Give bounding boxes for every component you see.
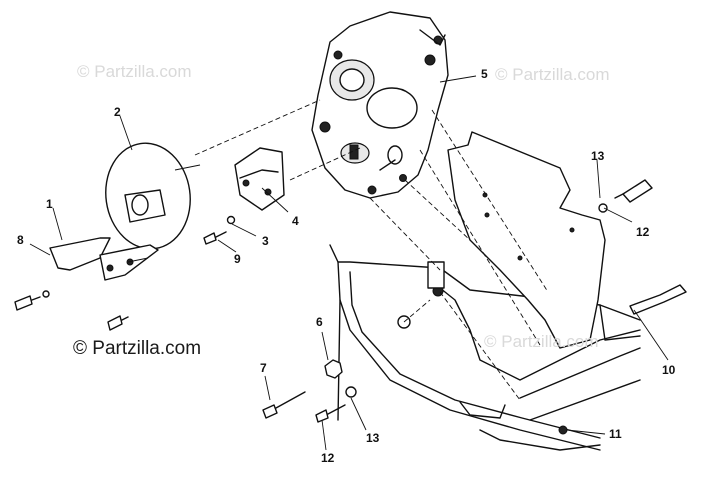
callout-number: 13 xyxy=(366,431,380,445)
callout-number: 2 xyxy=(114,105,121,119)
side-plate xyxy=(447,131,606,349)
drive-pulley xyxy=(105,142,201,250)
callout-number: 5 xyxy=(481,67,488,81)
watermark: © Partzilla.com xyxy=(484,332,599,351)
watermark: © Partzilla.com xyxy=(73,338,202,359)
alignment-lines xyxy=(194,99,549,401)
gear-case xyxy=(311,11,449,199)
watermark: © Partzilla.com xyxy=(77,62,192,81)
callout-number: 13 xyxy=(591,149,605,163)
watermark: © Partzilla.com xyxy=(495,65,610,84)
callout-number: 11 xyxy=(609,427,622,441)
callout-number: 4 xyxy=(292,214,299,228)
callout-number: 8 xyxy=(17,233,24,247)
callout-number: 10 xyxy=(662,363,676,377)
mount-bracket xyxy=(49,237,159,281)
chassis-frame xyxy=(329,244,641,451)
callout-number: 3 xyxy=(262,234,269,248)
leader-lines xyxy=(29,75,669,451)
callout-number: 7 xyxy=(260,361,267,375)
callout-number: 12 xyxy=(636,225,650,239)
callout-number: 12 xyxy=(321,451,335,465)
callout-number: 9 xyxy=(234,252,241,266)
callout-number: 1 xyxy=(46,197,53,211)
callout-number: 6 xyxy=(316,315,323,329)
bracket xyxy=(234,147,285,211)
